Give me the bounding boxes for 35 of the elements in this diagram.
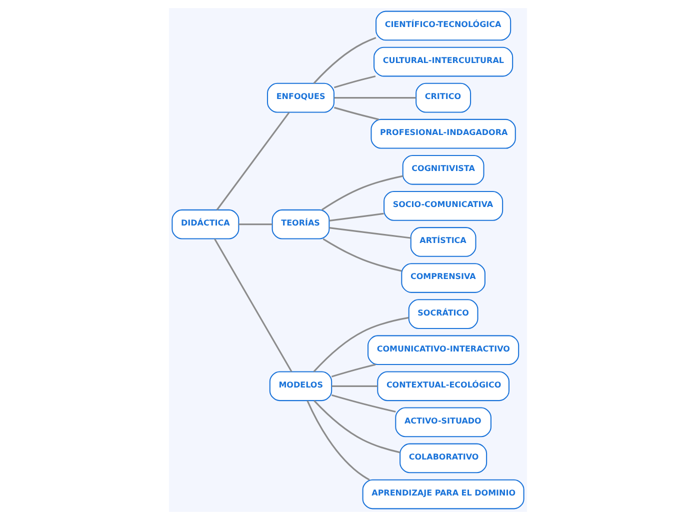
node-box: CULTURAL-INTERCULTURAL: [374, 46, 514, 77]
node-box: DIDÁCTICA: [172, 209, 240, 240]
connector: [331, 364, 376, 378]
connector: [331, 394, 396, 413]
node-box: CONTEXTUAL-ECOLÓGICO: [377, 371, 510, 402]
connector: [313, 316, 409, 372]
connector: [214, 238, 292, 372]
node-box: MODELOS: [269, 371, 332, 402]
node-box: ARTÍSTICA: [410, 227, 476, 257]
node-box: SOCRÁTICO: [408, 299, 478, 329]
connector: [314, 400, 400, 454]
node-box: TEORÍAS: [272, 209, 330, 240]
connector: [329, 227, 411, 239]
connector: [322, 238, 402, 272]
connector: [238, 224, 272, 226]
connector: [332, 385, 378, 387]
node-box: COMUNICATIVO-INTERACTIVO: [368, 335, 520, 366]
connector: [334, 97, 416, 99]
node-box: SOCIO-COMUNICATIVA: [384, 191, 504, 221]
connector: [329, 212, 384, 222]
node-box: CIENTÍFICO-TECNOLÓGICA: [376, 10, 512, 41]
node-box: ACTIVO-SITUADO: [395, 407, 492, 438]
connector: [334, 75, 376, 88]
connector: [313, 36, 376, 84]
node-box: PROFESIONAL-INDAGADORA: [370, 118, 516, 149]
node-box: COMPRENSIVA: [401, 263, 486, 293]
connector: [306, 400, 370, 481]
connector: [322, 175, 403, 210]
node-box: COLABORATIVO: [400, 443, 488, 474]
connector: [334, 106, 379, 120]
node-box: CRITICO: [416, 82, 472, 113]
node-box: ENFOQUES: [267, 82, 334, 113]
node-box: COGNITIVISTA: [402, 154, 484, 185]
node-box: APRENDIZAJE PARA EL DOMINIO: [362, 479, 524, 510]
connector: [216, 112, 290, 210]
